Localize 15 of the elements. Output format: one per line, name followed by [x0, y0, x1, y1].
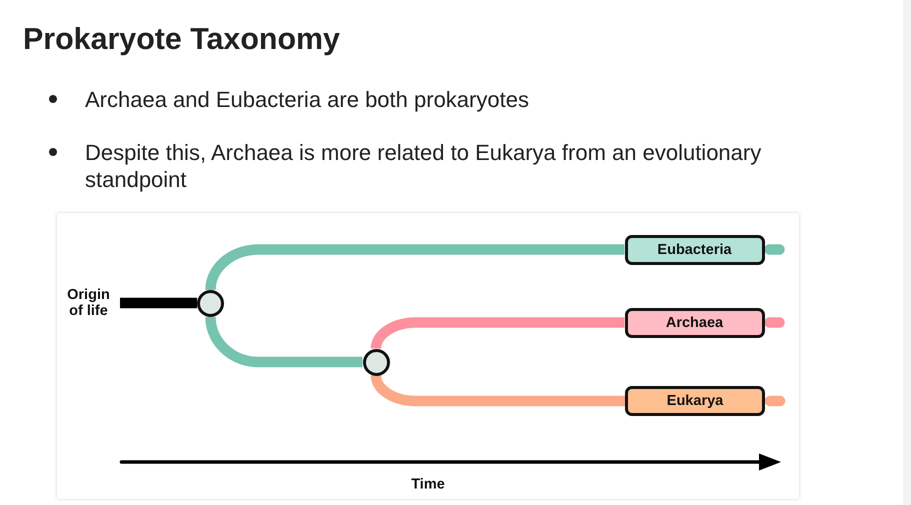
bullet-text: Despite this, Archaea is more related to Eukarya from an evolutionary standpoint	[85, 138, 762, 192]
branch-point-circle	[362, 348, 390, 376]
bullet-text: Archaea and Eubacteria are both prokaryotes	[85, 86, 529, 112]
branch-point-circle	[197, 290, 224, 317]
branch-line	[205, 244, 624, 290]
domain-box: Eubacteria	[624, 234, 764, 264]
slide-title: Prokaryote Taxonomy	[23, 22, 340, 56]
origin-label: Origin of life	[62, 287, 120, 319]
axis-label: Time	[411, 476, 445, 494]
domain-box: Eukarya	[625, 386, 765, 416]
domain-box: Archaea	[624, 308, 764, 338]
stem-line	[120, 298, 197, 308]
branch-line	[370, 317, 624, 350]
branch-line	[370, 374, 625, 406]
branch-line	[205, 316, 362, 368]
